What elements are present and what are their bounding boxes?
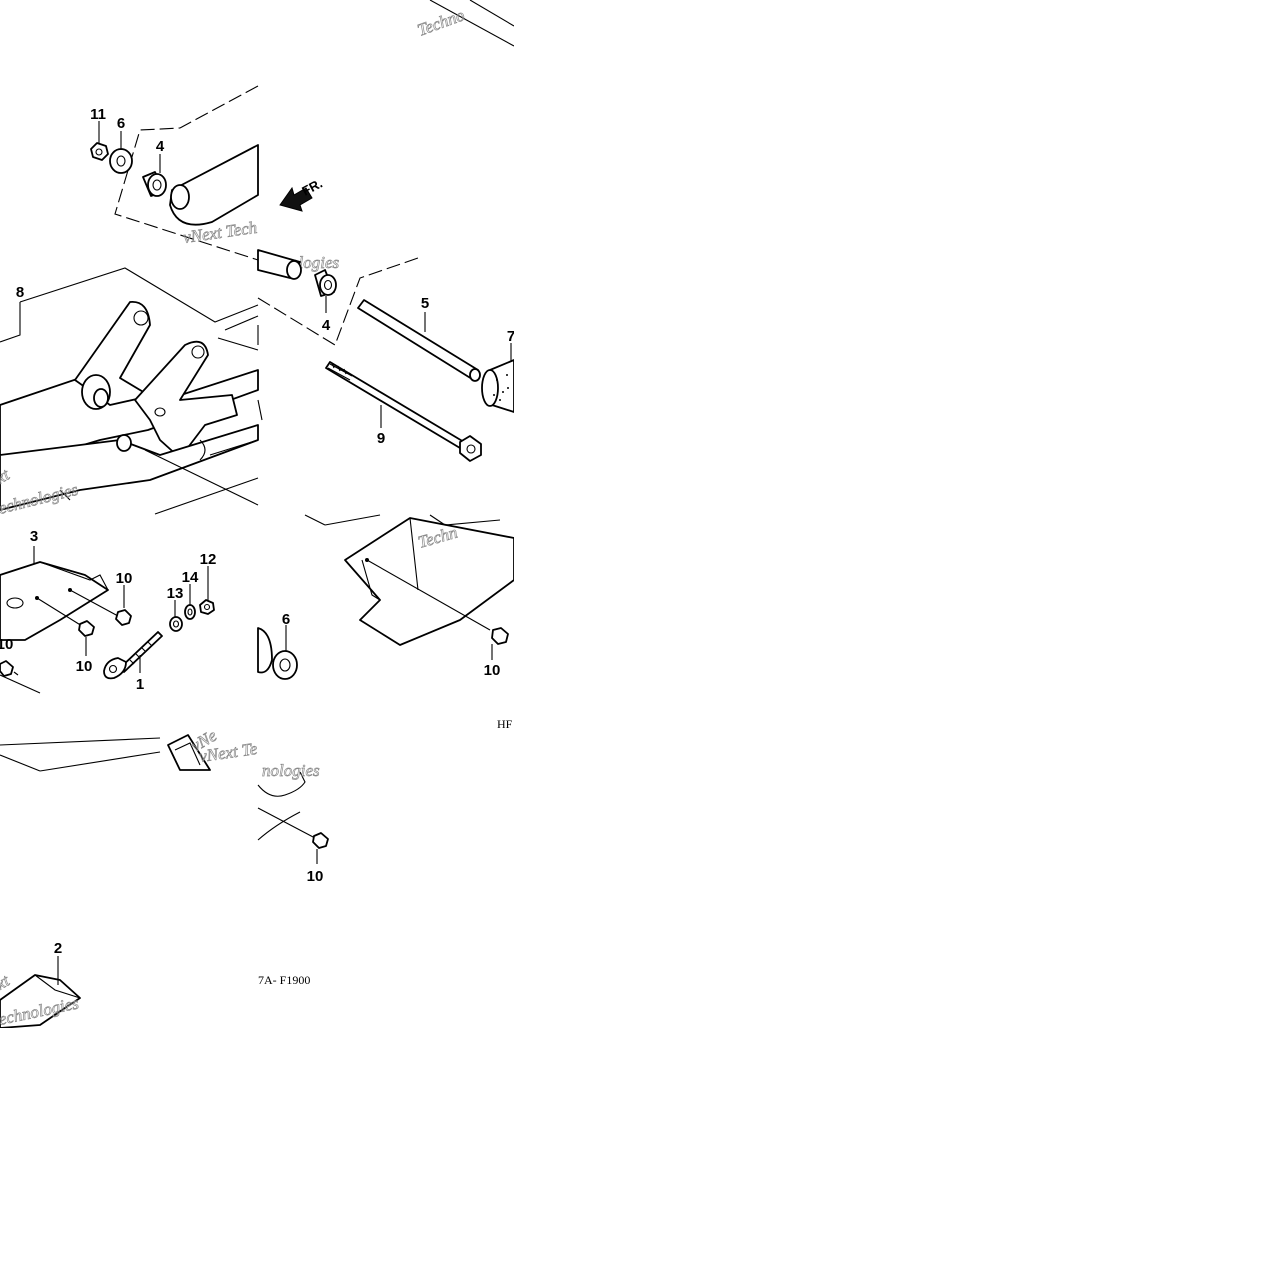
callout-14: 14	[182, 569, 199, 586]
callout-10: 10	[484, 662, 501, 679]
callout-8: 8	[16, 284, 24, 301]
callout-1: 1	[136, 676, 144, 693]
chain-guard-2	[0, 956, 81, 1029]
nut-11	[90, 121, 109, 161]
callout-2: 2	[54, 940, 62, 957]
bracket-3	[0, 561, 109, 641]
pivot-shaft-5	[357, 299, 481, 382]
bolt-10-a	[69, 585, 132, 626]
watermark-text: ologies	[290, 253, 339, 272]
callout-12: 12	[200, 551, 217, 568]
tile-upper-left: 11 6 4 vNext Tech	[90, 85, 259, 261]
washer-14	[184, 584, 196, 620]
callout-13: 13	[167, 585, 184, 602]
tile-mid-left: 8 xt echnologies	[0, 267, 259, 518]
callout-5: 5	[421, 295, 429, 312]
washer-6	[109, 131, 133, 174]
bolt-10-cover	[366, 559, 509, 660]
washer-6-lower	[257, 625, 298, 680]
bolt-10-d	[0, 660, 41, 694]
callout-6: 6	[117, 115, 125, 132]
front-direction-arrow: FR.	[279, 176, 325, 212]
drawing-code-right: HF	[497, 717, 513, 731]
tile-center: ologies 4 5 9	[257, 249, 515, 462]
callout-10: 10	[0, 636, 13, 653]
bushing-4-lower	[314, 269, 337, 313]
tile-lower-left: 3 10 10 10	[0, 528, 217, 694]
frame-tube	[169, 144, 259, 226]
tile-bottom-center: nologies 10 7A- F1900	[257, 761, 329, 987]
adjuster-bolt-1	[103, 631, 163, 680]
dust-seal-7	[481, 343, 515, 413]
callout-9: 9	[377, 430, 385, 447]
callout-11: 11	[90, 106, 106, 123]
callout-10: 10	[76, 658, 93, 675]
drawing-code-left: 7A- F1900	[258, 973, 310, 987]
tile-bottom-left: vNe vNext Te 2 xt echnologies	[0, 725, 259, 1029]
callout-4: 4	[322, 317, 331, 334]
nut-12	[199, 566, 215, 615]
bolt-10-b	[36, 597, 95, 656]
watermark-text: xt	[0, 970, 14, 994]
callout-7: 7	[507, 328, 515, 345]
callout-6: 6	[282, 611, 290, 628]
callout-10: 10	[116, 570, 133, 587]
callout-3: 3	[30, 528, 38, 545]
pivot-bolt-9	[325, 361, 482, 462]
tile-lower-center: Techn 10 6 HF	[257, 514, 515, 731]
bushing-4-upper	[142, 154, 167, 197]
washer-13	[169, 600, 183, 632]
watermark-text: nologies	[262, 761, 320, 780]
bolt-10-e	[257, 807, 329, 864]
callout-4: 4	[156, 138, 165, 155]
callout-10: 10	[307, 868, 324, 885]
swing-arm	[0, 301, 259, 515]
watermark-text: Techno	[415, 5, 467, 39]
tile-upper-middle: Techno FR.	[279, 0, 515, 212]
